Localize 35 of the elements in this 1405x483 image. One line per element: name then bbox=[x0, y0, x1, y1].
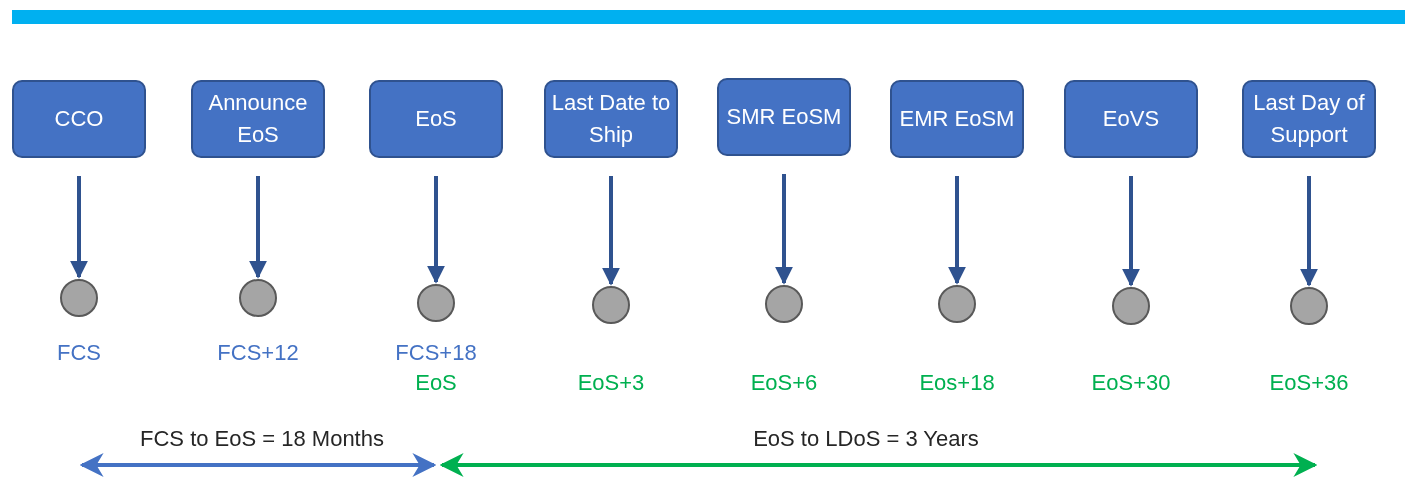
span-label: EoS to LDoS = 3 Years bbox=[753, 426, 979, 452]
milestone-dot bbox=[592, 286, 630, 324]
milestone-dot bbox=[417, 284, 455, 322]
milestone-box: Last Day of Support bbox=[1242, 80, 1376, 158]
arrow bbox=[948, 176, 966, 285]
milestone-dot bbox=[60, 279, 98, 317]
milestone-box: EoS bbox=[369, 80, 503, 158]
arrow bbox=[602, 176, 620, 286]
span-label: FCS to EoS = 18 Months bbox=[140, 426, 384, 452]
arrow bbox=[1122, 176, 1140, 287]
time-label: EoS+6 bbox=[750, 369, 818, 397]
milestone-box: Announce EoS bbox=[191, 80, 325, 158]
milestone-box: SMR EoSM bbox=[717, 78, 851, 156]
time-label: FCS bbox=[57, 339, 101, 367]
milestone-dot bbox=[1112, 287, 1150, 325]
time-label: Eos+18 bbox=[919, 369, 995, 397]
milestone-dot bbox=[1290, 287, 1328, 325]
time-label: FCS+12 bbox=[217, 339, 299, 367]
arrow bbox=[70, 176, 88, 279]
arrow bbox=[1300, 176, 1318, 287]
milestone-box: CCO bbox=[12, 80, 146, 158]
milestone-box: EoVS bbox=[1064, 80, 1198, 158]
arrow bbox=[775, 174, 793, 285]
arrow bbox=[427, 176, 445, 284]
milestone-dot bbox=[938, 285, 976, 323]
milestone-box: Last Date to Ship bbox=[544, 80, 678, 158]
milestone-dot bbox=[239, 279, 277, 317]
time-label: FCS+18 bbox=[395, 339, 477, 367]
time-label: EoS bbox=[415, 369, 457, 397]
time-label: EoS+30 bbox=[1091, 369, 1171, 397]
time-label: EoS+3 bbox=[577, 369, 645, 397]
milestone-dot bbox=[765, 285, 803, 323]
milestone-box: EMR EoSM bbox=[890, 80, 1024, 158]
time-label: EoS+36 bbox=[1269, 369, 1349, 397]
arrow bbox=[249, 176, 267, 279]
